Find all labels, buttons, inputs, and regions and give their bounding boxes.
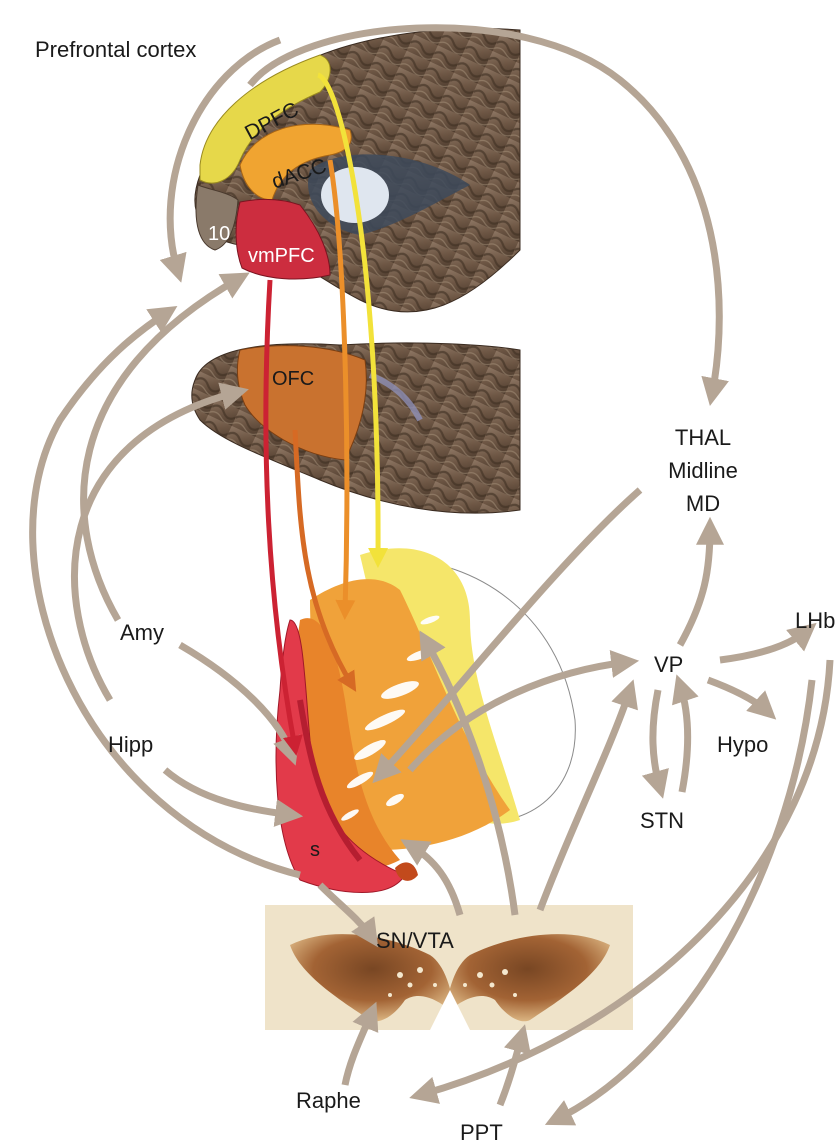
area-10-region — [195, 184, 239, 251]
label-hipp: Hipp — [108, 732, 153, 757]
arrow-raphe-to-snvta — [341, 1001, 379, 1086]
label-vmpfc: vmPFC — [248, 245, 315, 267]
medial-brain-view — [194, 27, 521, 313]
label-raphe: Raphe — [296, 1088, 361, 1113]
dpfc-region — [199, 54, 331, 184]
arrow-vmpfc-to-striatum — [263, 279, 303, 756]
diagram-title: Prefrontal cortex — [35, 37, 196, 62]
label-ofc: OFC — [272, 368, 314, 390]
arrow-vp-to-lhb — [719, 622, 817, 664]
connection-arrows — [29, 24, 834, 1126]
shell-core-border — [297, 699, 363, 862]
arrow-snvta-to-dorsal — [419, 630, 519, 916]
label-lhb: LHb — [795, 608, 835, 633]
label-ppt: PPT — [460, 1120, 503, 1145]
label-vp: VP — [654, 652, 683, 677]
label-thal: THAL — [675, 425, 731, 450]
sn-vta-stain — [290, 934, 455, 1022]
arrow-lhb-to-ppt — [544, 679, 816, 1126]
label-s: s — [310, 839, 320, 861]
arrow-thal-to-pfc — [159, 36, 282, 283]
arrow-ofc-to-striatum — [292, 429, 357, 692]
arrow-amy-to-striatum — [178, 641, 300, 766]
orange-patch — [395, 862, 418, 881]
label-thal-midline: Midline — [668, 458, 738, 483]
stain-speckles — [388, 967, 517, 997]
arrow-dpfc-to-striatum — [316, 72, 389, 568]
sn-vta-stain-right — [445, 934, 610, 1022]
vmpfc-region — [235, 198, 331, 280]
label-area-10: 10 — [208, 223, 230, 245]
label-hypo: Hypo — [717, 732, 768, 757]
nucleus-accumbens-shell — [275, 619, 406, 893]
arrow-hipp-to-striatum — [162, 767, 304, 827]
sn-vta-section — [265, 905, 633, 1030]
arrow-thal-to-striatum — [372, 487, 643, 784]
arrow-s-to-pfc — [29, 305, 301, 879]
arrow-stn-to-vp — [672, 674, 699, 793]
arrow-striatum-to-vp — [407, 650, 640, 773]
label-amy: Amy — [120, 620, 164, 645]
arrow-vp-to-thal — [676, 516, 724, 647]
arrow-amy-to-pfc — [80, 272, 250, 622]
olfactory-tract — [368, 372, 423, 422]
arrow-vp-to-hypo — [706, 676, 777, 720]
arrow-vp-to-stn — [641, 689, 669, 799]
arrow-dacc-to-striatum — [327, 159, 356, 620]
arrow-ppt-to-snvta — [496, 1024, 531, 1107]
midline-notch — [430, 990, 470, 1030]
arrow-snvta-to-core — [400, 839, 464, 916]
arrow-s-to-snvta — [317, 882, 379, 948]
arrow-hipp-to-ofc — [71, 382, 249, 702]
label-sn-vta: SN/VTA — [376, 928, 454, 953]
arrow-pfc-to-thal — [247, 24, 729, 407]
label-thal-md: MD — [686, 491, 720, 516]
corticostriatal-arrows — [263, 72, 389, 756]
arrow-snvta-to-vp — [536, 679, 638, 912]
ventral-brain-view — [191, 342, 521, 514]
label-stn: STN — [640, 808, 684, 833]
